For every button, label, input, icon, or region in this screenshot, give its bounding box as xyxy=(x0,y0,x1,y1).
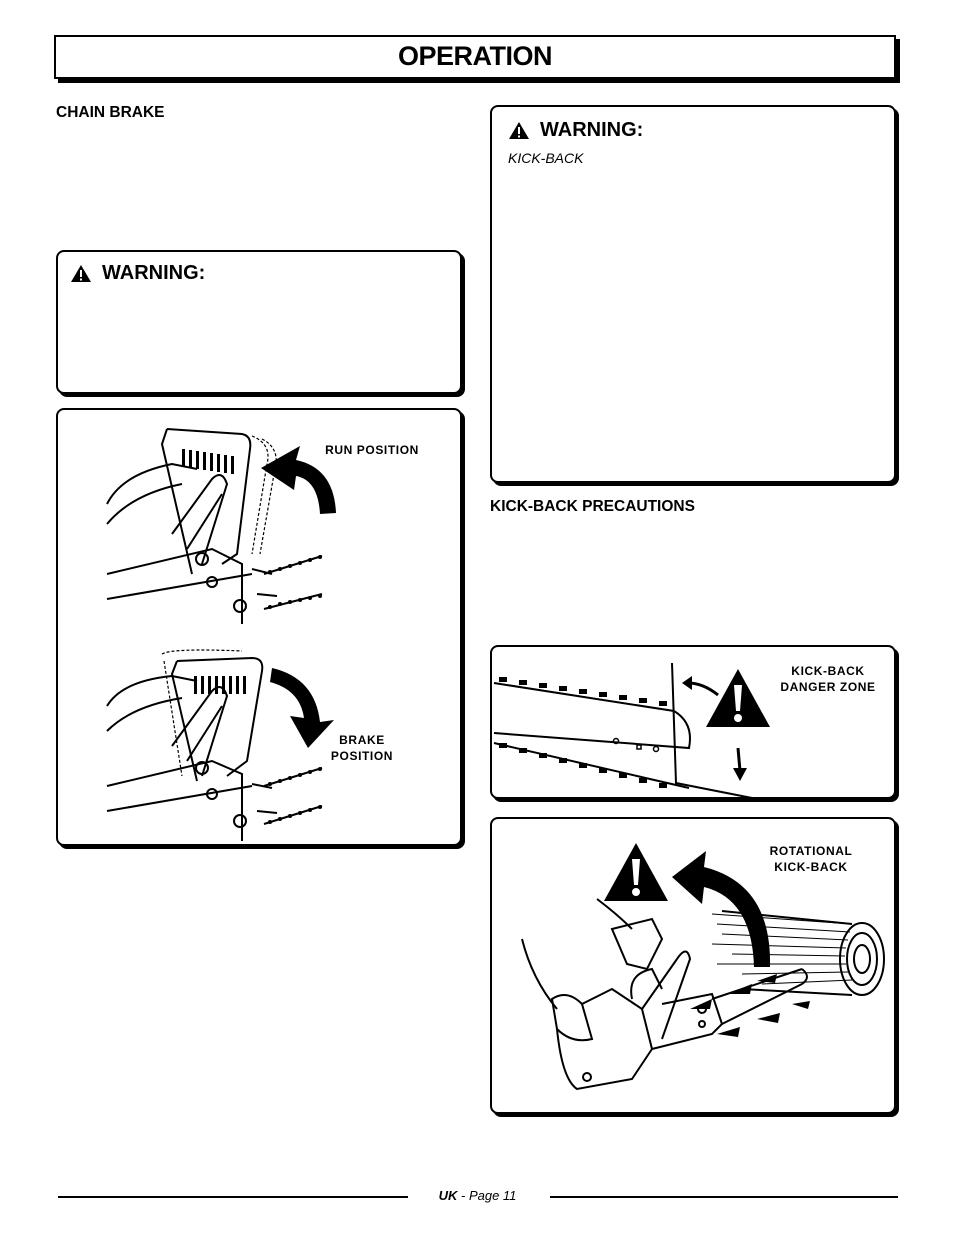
rotational-label-line-2: KICK-BACK xyxy=(774,860,848,874)
footer-page-number: Page 11 xyxy=(468,1188,517,1203)
rotational-arrow-icon xyxy=(672,851,771,967)
kickback-warning-subtitle: KICK-BACK xyxy=(508,150,584,166)
kickback-warning-title: WARNING: xyxy=(540,119,644,141)
danger-triangle-icon xyxy=(604,843,668,901)
danger-triangle-icon xyxy=(706,669,770,727)
kickback-precautions-heading: KICK-BACK PRECAUTIONS xyxy=(490,498,695,515)
brake-position-label: BRAKE POSITION xyxy=(320,732,404,764)
log-illustration xyxy=(711,910,885,996)
footer-separator: - xyxy=(457,1188,469,1203)
rotational-label-line-1: ROTATIONAL xyxy=(769,844,853,858)
brake-arrow-icon xyxy=(270,668,334,748)
operator-with-chainsaw-illustration xyxy=(521,898,810,1091)
footer-rule-left xyxy=(58,1196,408,1198)
rotational-kickback-label: ROTATIONAL KICK-BACK xyxy=(756,843,866,875)
danger-zone-label-line-1: KICK-BACK xyxy=(791,664,865,678)
danger-zone-label-line-2: DANGER ZONE xyxy=(780,680,876,694)
header-banner: OPERATION xyxy=(54,35,896,79)
warning-triangle-icon xyxy=(509,122,529,139)
kickback-danger-zone-figure: KICK-BACK DANGER ZONE xyxy=(490,645,896,799)
warning-triangle-icon xyxy=(71,265,91,282)
brake-label-line-1: BRAKE xyxy=(339,733,385,747)
brake-label-line-2: POSITION xyxy=(330,749,394,763)
kickback-warning-box: WARNING: KICK-BACK xyxy=(490,105,896,483)
footer-rule-right xyxy=(550,1196,898,1198)
page-footer: UK - Page 11 xyxy=(410,1188,545,1203)
footer-region: UK xyxy=(438,1188,458,1203)
chain-brake-figure: RUN POSITION xyxy=(56,408,462,846)
left-warning-box: WARNING: xyxy=(56,250,462,394)
guide-bar-illustration xyxy=(493,662,753,799)
run-position-label: RUN POSITION xyxy=(325,443,419,457)
brake-position-illustration xyxy=(106,649,323,841)
chain-brake-heading: CHAIN BRAKE xyxy=(56,104,165,121)
page-title: OPERATION xyxy=(397,41,553,71)
rotational-kickback-figure: ROTATIONAL KICK-BACK xyxy=(490,817,896,1114)
danger-zone-label: KICK-BACK DANGER ZONE xyxy=(772,663,884,695)
kickback-direction-arrows xyxy=(682,676,747,781)
left-warning-title: WARNING: xyxy=(102,262,206,284)
run-position-illustration xyxy=(106,428,323,624)
run-arrow-icon xyxy=(261,446,336,514)
